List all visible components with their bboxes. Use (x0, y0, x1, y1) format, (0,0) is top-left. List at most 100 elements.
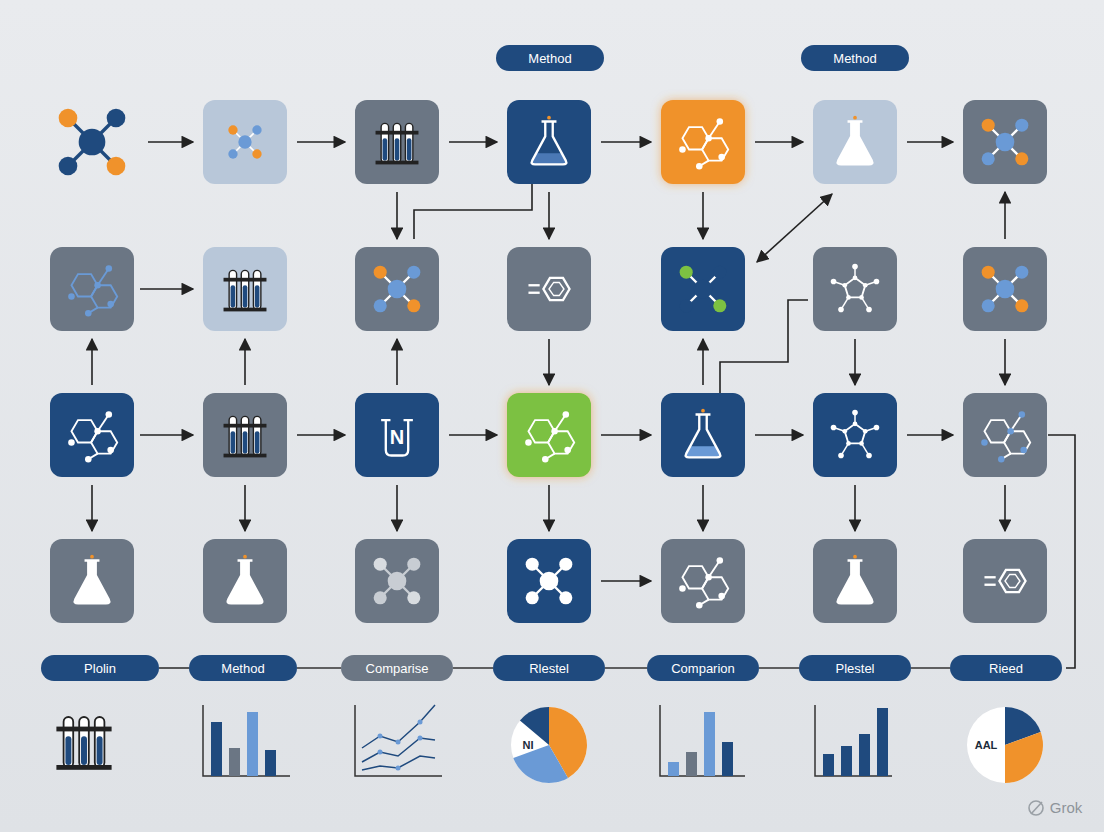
chart-icon (511, 707, 587, 783)
connector-line (159, 667, 189, 669)
icon-glyph (686, 409, 721, 458)
pie-label: NI (523, 739, 534, 751)
chart-icon (859, 734, 870, 776)
icon-tile (203, 393, 287, 477)
icon-tile (963, 100, 1047, 184)
chart-icon (396, 766, 401, 771)
chart-icon (362, 738, 435, 762)
icon-glyph (75, 555, 110, 604)
chart-icon (660, 705, 745, 776)
icon-glyph (59, 109, 1031, 609)
stage-pill: Plestel (799, 655, 911, 681)
pill-text: Rieed (989, 661, 1023, 676)
method-pill: Method (801, 45, 909, 71)
flow-arrow (601, 141, 651, 143)
icon-glyph (68, 411, 117, 462)
chart-icon (686, 752, 697, 776)
icon-glyph (679, 118, 728, 169)
icon-glyph (59, 109, 126, 176)
icon-glyph (982, 119, 1029, 166)
flow-arrow (854, 339, 856, 385)
chart-icon (355, 705, 442, 776)
flow-arrow (601, 434, 651, 436)
icon-tile (355, 393, 439, 477)
watermark-logo (1031, 802, 1042, 814)
stage-pill: Rlestel (493, 655, 605, 681)
flow-arrow (396, 192, 398, 239)
pill-text: Method (221, 661, 264, 676)
icon-tile (661, 539, 745, 623)
pill-text: Method (833, 51, 876, 66)
chart-icon (1005, 732, 1043, 783)
icon-tile (50, 393, 134, 477)
chart-icon (396, 740, 401, 745)
flow-arrow (148, 141, 193, 143)
icon-glyph (376, 123, 419, 164)
icon-glyph (228, 125, 261, 158)
icon-tile (50, 247, 134, 331)
icon-glyph (831, 410, 880, 459)
flow-arrow (601, 580, 651, 582)
chart-icon (203, 705, 290, 776)
method-pill: Method (496, 45, 604, 71)
chart-icon (56, 717, 111, 770)
flow-arrow (907, 141, 953, 143)
icon-tile (50, 539, 134, 623)
icon-glyph (374, 558, 421, 605)
flow-arrow (244, 485, 246, 531)
flow-arrow (702, 192, 704, 239)
icon-tile (813, 539, 897, 623)
icon-tile (963, 247, 1047, 331)
pie-label: AAL (975, 739, 998, 751)
stage-pill: Comparise (341, 655, 453, 681)
chart-icon (247, 712, 258, 776)
chart-icon (823, 754, 834, 776)
stage-pill: Comparion (647, 655, 759, 681)
chart-icon (704, 712, 715, 776)
flow-arrow (414, 184, 532, 239)
pill-text: Plolin (84, 661, 116, 676)
flow-arrow (702, 339, 704, 385)
connector-line (911, 667, 950, 669)
chart-icon (877, 708, 888, 776)
icon-tile (813, 100, 897, 184)
icon-tile (963, 539, 1047, 623)
flow-arrow (1004, 485, 1006, 531)
watermark-logo (1029, 801, 1043, 815)
flow-arrow (140, 288, 193, 290)
icon-glyph (838, 555, 873, 604)
flow-arrow (548, 339, 550, 385)
icon-tile (507, 100, 591, 184)
chart-icon (815, 705, 892, 776)
connector-line (453, 667, 493, 669)
chart-icon (967, 707, 1043, 783)
icon-glyph (831, 264, 880, 313)
flow-arrow (755, 434, 803, 436)
icon-tile (355, 100, 439, 184)
pill-text: Method (528, 51, 571, 66)
chart-icon (378, 734, 383, 739)
flow-arrow (92, 142, 1075, 668)
icon-glyph (224, 416, 267, 457)
icon-tile (813, 393, 897, 477)
connector-line (297, 667, 341, 669)
flow-arrow (396, 485, 398, 531)
chart-icon (378, 720, 423, 771)
flow-arrow (449, 434, 497, 436)
pill-text: Plestel (835, 661, 874, 676)
flow-arrow (720, 300, 808, 393)
flow-arrow (757, 194, 832, 262)
icon-glyph (679, 557, 728, 608)
connector-line (759, 667, 799, 669)
pill-text: Comparise (366, 661, 429, 676)
flow-arrow (854, 485, 856, 531)
flow-arrow (91, 485, 93, 531)
icon-letter: N (390, 426, 404, 448)
icon-tile (661, 393, 745, 477)
flow-arrow (297, 434, 345, 436)
flow-arrow (297, 141, 345, 143)
icon-tile (661, 100, 745, 184)
